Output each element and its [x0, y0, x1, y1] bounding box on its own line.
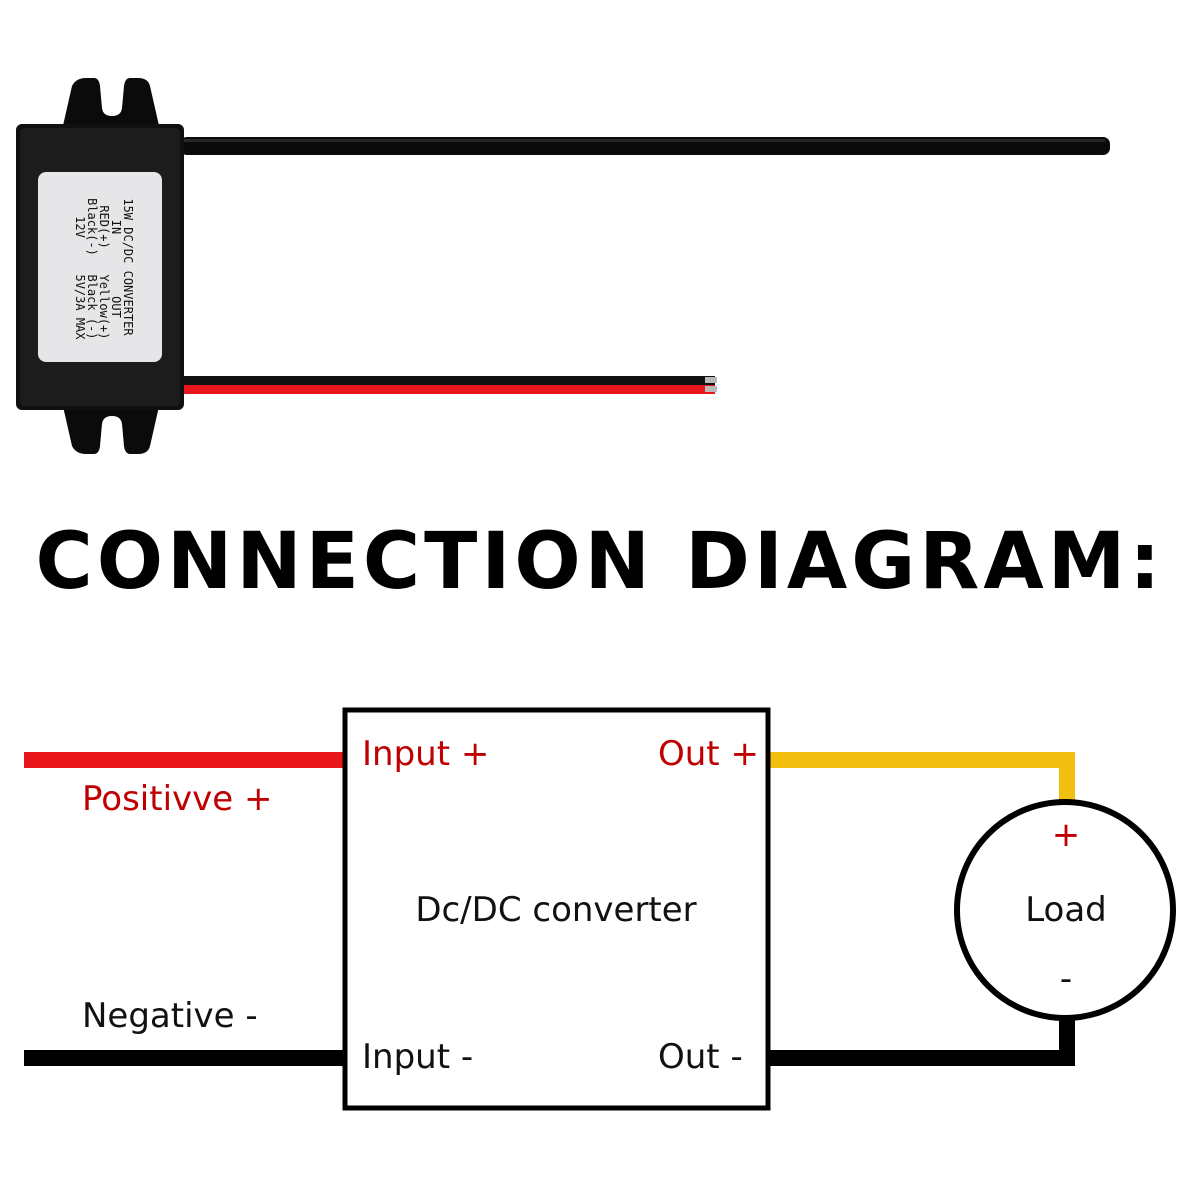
input-cable: [180, 376, 717, 394]
module-label-sticker: [38, 172, 162, 362]
mounting-ear-top: [62, 78, 160, 130]
out-plus-label: Out +: [658, 734, 759, 774]
input-minus-label: Input -: [362, 1037, 473, 1077]
label-out-positive: Yellow(+): [97, 274, 111, 339]
positive-wire-label: Positivve +: [82, 779, 273, 819]
page-title: CONNECTION DIAGRAM:: [36, 517, 1165, 607]
label-out-negative: Black (-): [85, 274, 99, 339]
output-negative-wire: [768, 1018, 1075, 1066]
label-in-positive: RED(+): [97, 205, 111, 248]
label-in-voltage: 12V: [73, 216, 87, 238]
schematic: Positivve + Negative - Input + Out + Inp…: [24, 707, 1176, 1111]
negative-wire-label: Negative -: [82, 996, 258, 1036]
output-positive-wire: [768, 752, 1075, 802]
label-out-rating: 5V/3A MAX: [73, 274, 87, 340]
input-plus-label: Input +: [362, 734, 489, 774]
load-label: Load: [1025, 890, 1107, 930]
out-minus-label: Out -: [658, 1037, 743, 1077]
converter-name: Dc/DC converter: [415, 890, 696, 930]
label-in-negative: Black(-): [85, 198, 99, 256]
label-out-heading: OUT: [109, 296, 123, 318]
mounting-ear-bottom: [62, 402, 160, 454]
negative-wire: [24, 1050, 346, 1066]
label-line-title: 15W DC/DC CONVERTER: [121, 198, 135, 336]
load-minus-label: -: [1060, 959, 1072, 999]
module-label-text: 15W DC/DC CONVERTER IN OUT RED(+) Yellow…: [73, 198, 135, 340]
converter-box: [342, 707, 771, 1111]
load-plus-label: +: [1052, 815, 1081, 855]
converter-module-photo: 15W DC/DC CONVERTER IN OUT RED(+) Yellow…: [16, 78, 1110, 454]
load-circle: [954, 799, 1176, 1021]
positive-wire: [24, 752, 346, 768]
label-in-heading: IN: [109, 220, 123, 234]
